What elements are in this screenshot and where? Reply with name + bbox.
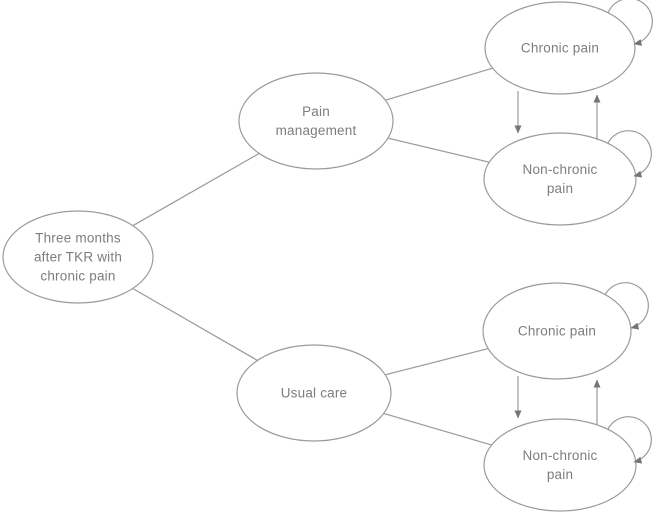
ellipse-chronic-pain-bottom bbox=[482, 282, 632, 380]
self-loop-non-chronic-pain-top bbox=[607, 130, 652, 178]
state-ellipses bbox=[2, 1, 637, 512]
ellipse-non-chronic-pain-bottom bbox=[483, 418, 637, 512]
self-loop-chronic-pain-top bbox=[607, 0, 653, 46]
transition-arrows bbox=[514, 91, 601, 425]
self-loop-chronic-pain-bottom bbox=[604, 282, 649, 330]
self-loop-non-chronic-pain-bottom bbox=[607, 416, 652, 464]
ellipse-pain-management bbox=[238, 72, 394, 170]
ellipse-usual-care bbox=[236, 344, 392, 442]
ellipse-non-chronic-pain-top bbox=[483, 132, 637, 226]
ellipse-chronic-pain-top bbox=[484, 1, 636, 95]
ellipse-root-state bbox=[2, 210, 154, 304]
self-loops bbox=[604, 0, 653, 464]
